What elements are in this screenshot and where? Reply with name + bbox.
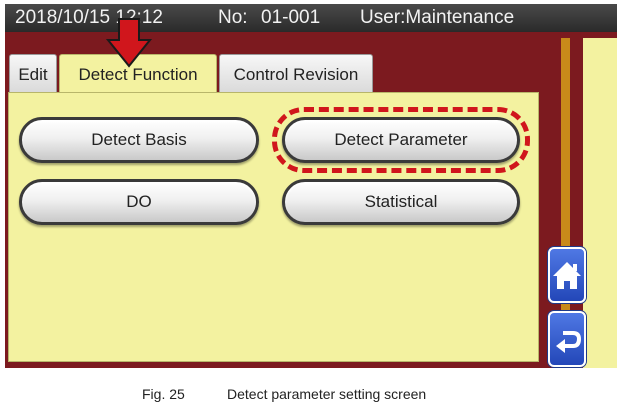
frame-stripe-yellow — [583, 38, 617, 368]
figure-title: Detect parameter setting screen — [227, 386, 427, 402]
figure-number: Fig. 25 — [142, 386, 185, 402]
tab-edit-label: Edit — [18, 65, 48, 84]
statistical-button[interactable]: Statistical — [282, 179, 520, 225]
return-arrow-icon — [556, 331, 582, 353]
tab-control-revision[interactable]: Control Revision — [219, 54, 373, 94]
home-icon — [553, 262, 581, 289]
annotation-arrow-down-icon — [106, 18, 152, 68]
detect-parameter-label: Detect Parameter — [334, 130, 468, 149]
tab-edit[interactable]: Edit — [9, 54, 57, 94]
frame-stripe-gold — [561, 38, 570, 368]
detect-parameter-button[interactable]: Detect Parameter — [282, 117, 520, 163]
tab-detect-function[interactable]: Detect Function — [59, 54, 217, 96]
tab-detect-function-label: Detect Function — [78, 65, 198, 84]
home-button[interactable] — [548, 247, 586, 303]
do-label: DO — [126, 192, 152, 211]
number-value: 01-001 — [261, 7, 321, 28]
detect-basis-label: Detect Basis — [91, 130, 187, 149]
tab-control-revision-label: Control Revision — [233, 65, 359, 84]
user-text: User:Maintenance — [360, 7, 515, 28]
status-bar: 2018/10/15 12:12 No: 01-001 User:Mainten… — [5, 4, 617, 32]
do-button[interactable]: DO — [19, 179, 259, 225]
hmi-screen: 2018/10/15 12:12 No: 01-001 User:Mainten… — [5, 4, 617, 368]
highlight-detect-parameter — [272, 107, 530, 173]
return-button[interactable] — [548, 311, 586, 367]
detect-basis-button[interactable]: Detect Basis — [19, 117, 259, 163]
number-label: No: — [218, 7, 248, 28]
statistical-label: Statistical — [364, 192, 438, 211]
